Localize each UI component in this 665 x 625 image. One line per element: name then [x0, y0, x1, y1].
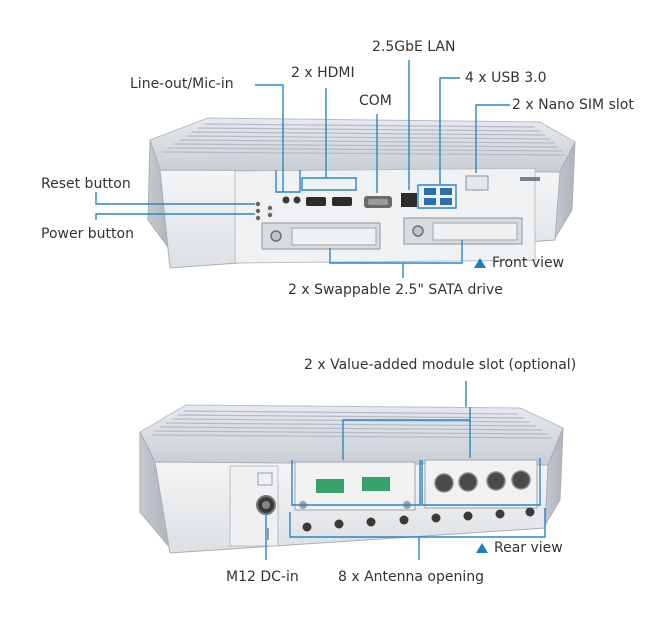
antenna-openings: [302, 507, 535, 532]
audio-jack-icon: [293, 196, 301, 204]
label-module-slot: 2 x Value-added module slot (optional): [304, 357, 577, 373]
status-leds: [255, 201, 273, 221]
label-hdmi: 2 x HDMI: [291, 65, 355, 81]
usb-port-icon: [440, 198, 452, 205]
label-power: Power button: [41, 226, 134, 242]
label-lan: 2.5GbE LAN: [372, 39, 456, 55]
rear-callout-lines: [265, 381, 546, 560]
label-com: COM: [359, 93, 392, 109]
label-reset: Reset button: [41, 176, 131, 192]
label-usb: 4 x USB 3.0: [465, 70, 547, 86]
heatsink-fins-front: [161, 123, 566, 156]
label-dc-in: M12 DC-in: [226, 569, 299, 585]
front-device-illustration: [147, 117, 576, 269]
label-antenna: 8 x Antenna opening: [338, 569, 485, 585]
usb-port-icon: [424, 188, 436, 195]
m12-connector-icon: [434, 473, 454, 493]
label-sim: 2 x Nano SIM slot: [512, 97, 634, 113]
module-slot-1-panel: [294, 461, 416, 511]
hdmi-port-icon: [306, 197, 326, 206]
rear-device-illustration: [139, 404, 564, 554]
terminal-block-icon: [316, 479, 344, 493]
usb-port-icon: [440, 188, 452, 195]
terminal-block-icon: [362, 477, 390, 491]
rear-view-triangle-icon: [476, 543, 488, 553]
label-line-out: Line-out/Mic-in: [130, 76, 234, 92]
m12-connector-icon: [511, 470, 531, 490]
m12-connector-icon: [486, 471, 506, 491]
lan-port-icon: [401, 193, 417, 207]
front-view-triangle-icon: [474, 258, 486, 268]
front-view-caption: Front view: [492, 255, 565, 271]
usb-port-icon: [424, 198, 436, 205]
label-sata: 2 x Swappable 2.5" SATA drive: [288, 282, 503, 298]
m12-connector-icon: [458, 472, 478, 492]
hdmi-port-icon: [332, 197, 352, 206]
front-callout-lines: [95, 60, 510, 278]
sim-slot-icon: [465, 175, 489, 191]
rear-view-caption: Rear view: [494, 540, 563, 556]
brand-mark: [520, 177, 540, 181]
audio-jack-icon: [282, 196, 290, 204]
